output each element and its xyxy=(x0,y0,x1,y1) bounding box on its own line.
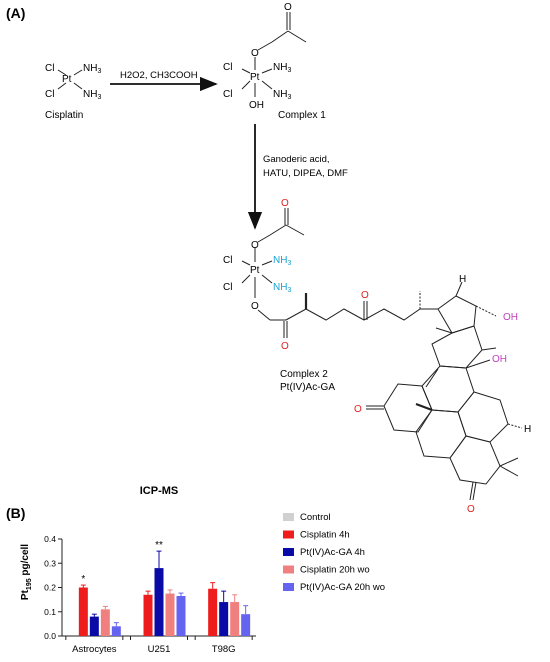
cisplatin-sub: 3 xyxy=(97,94,101,101)
bar xyxy=(241,614,251,636)
bar xyxy=(176,595,186,636)
step2-reagents-line2: HATU, DIPEA, DMF xyxy=(263,168,348,179)
bar xyxy=(208,588,218,636)
complex2-o-carbonyl-top: O xyxy=(281,198,289,209)
legend-swatch xyxy=(283,548,294,556)
legend-label: Pt(IV)Ac-GA 4h xyxy=(300,547,365,558)
bar xyxy=(111,626,121,636)
complex2-nh: NH xyxy=(273,255,287,266)
complex1-name: Complex 1 xyxy=(278,110,326,121)
y-tick-label: 0.1 xyxy=(44,607,56,617)
panel-a-label: (A) xyxy=(6,5,25,21)
legend-swatch xyxy=(283,565,294,574)
panel-b-label: (B) xyxy=(6,505,25,521)
complex2-name-line2: Pt(IV)Ac-GA xyxy=(280,382,335,393)
cisplatin-structure: Pt Cl Cl NH3 NH3 xyxy=(45,63,101,101)
cisplatin-pt: Pt xyxy=(62,74,72,85)
cisplatin-cl-1: Cl xyxy=(45,63,54,74)
complex2-nh: NH xyxy=(273,282,287,293)
complex1-nh: NH xyxy=(273,89,287,100)
bar xyxy=(154,568,164,636)
complex1-pt: Pt xyxy=(250,72,260,83)
cisplatin-sub: 3 xyxy=(97,68,101,75)
complex1-nh: NH xyxy=(273,62,287,73)
bar xyxy=(78,587,88,636)
y-axis-label-rest: pg/cell xyxy=(20,544,31,579)
bar xyxy=(143,594,153,636)
x-tick-label: U251 xyxy=(148,644,171,655)
complex1-cl-1: Cl xyxy=(223,62,232,73)
y-tick-label: 0.0 xyxy=(44,631,56,641)
significance-marker: * xyxy=(81,574,85,585)
complex2-structure: O O Pt Cl Cl NH3 NH3 O O O H OH OH xyxy=(223,198,531,515)
complex2-pt: Pt xyxy=(250,265,260,276)
complex2-o-bottom: O xyxy=(251,301,259,312)
svg-text:NH3: NH3 xyxy=(273,255,291,267)
complex2-cl-2: Cl xyxy=(223,282,232,293)
bar xyxy=(230,602,240,636)
complex1-structure: O O Pt Cl Cl NH3 NH3 OH xyxy=(223,2,307,111)
svg-text:NH3: NH3 xyxy=(83,63,101,75)
svg-text:NH3: NH3 xyxy=(273,282,291,294)
step2-reagents-line1: Ganoderic acid, xyxy=(263,154,330,165)
complex2-sub: 3 xyxy=(287,260,291,267)
x-tick-label: T98G xyxy=(212,644,236,655)
complex2-sub: 3 xyxy=(287,287,291,294)
y-tick-label: 0.2 xyxy=(44,583,56,593)
complex2-o-carbonyl-ester: O xyxy=(281,341,289,352)
bar xyxy=(89,616,99,636)
svg-text:NH3: NH3 xyxy=(273,89,291,101)
y-axis-label-main: Pt xyxy=(20,589,31,600)
chart-title: ICP-MS xyxy=(140,485,179,497)
complex1-o-carbonyl: O xyxy=(284,2,292,13)
legend-label: Cisplatin 4h xyxy=(300,530,350,541)
legend-swatch xyxy=(283,583,294,591)
legend-swatch xyxy=(283,530,294,539)
cisplatin-cl-2: Cl xyxy=(45,89,54,100)
cisplatin-nh: NH xyxy=(83,63,97,74)
complex2-o-ketone-ring-1: O xyxy=(354,404,362,415)
cisplatin-nh: NH xyxy=(83,89,97,100)
complex2-o-ketone-chain: O xyxy=(361,290,369,301)
complex2-o-ketone-ring-2: O xyxy=(467,504,475,515)
svg-text:NH3: NH3 xyxy=(273,62,291,74)
legend-label: Cisplatin 20h wo xyxy=(300,565,370,576)
complex1-oh: OH xyxy=(249,100,264,111)
significance-marker: ** xyxy=(155,540,163,551)
svg-text:NH3: NH3 xyxy=(83,89,101,101)
legend-label: Pt(IV)Ac-GA 20h wo xyxy=(300,582,385,593)
y-axis-label: Pt195 pg/cell xyxy=(20,544,33,600)
complex2-name-line1: Complex 2 xyxy=(280,369,328,380)
complex1-sub: 3 xyxy=(287,67,291,74)
complex1-o-top: O xyxy=(251,48,259,59)
step1-reagents: H2O2, CH3COOH xyxy=(120,70,198,81)
legend-label: Control xyxy=(300,512,331,523)
complex2-h-2: H xyxy=(524,424,531,435)
y-tick-label: 0.4 xyxy=(44,534,56,544)
cisplatin-name: Cisplatin xyxy=(45,110,83,121)
complex1-sub: 3 xyxy=(287,94,291,101)
complex2-oh-1: OH xyxy=(503,312,518,323)
y-tick-label: 0.3 xyxy=(44,558,56,568)
x-tick-label: Astrocytes xyxy=(72,644,117,655)
complex2-oh-2: OH xyxy=(492,354,507,365)
y-axis-label-sub: 195 xyxy=(26,578,33,590)
bar xyxy=(219,602,229,636)
bar xyxy=(100,609,110,636)
complex2-h-1: H xyxy=(459,274,466,285)
complex2-o-top: O xyxy=(251,240,259,251)
svg-text:Pt195 pg/cell: Pt195 pg/cell xyxy=(20,544,33,600)
legend-swatch xyxy=(283,513,294,521)
complex1-cl-2: Cl xyxy=(223,89,232,100)
bar xyxy=(165,593,175,636)
complex2-cl-1: Cl xyxy=(223,255,232,266)
